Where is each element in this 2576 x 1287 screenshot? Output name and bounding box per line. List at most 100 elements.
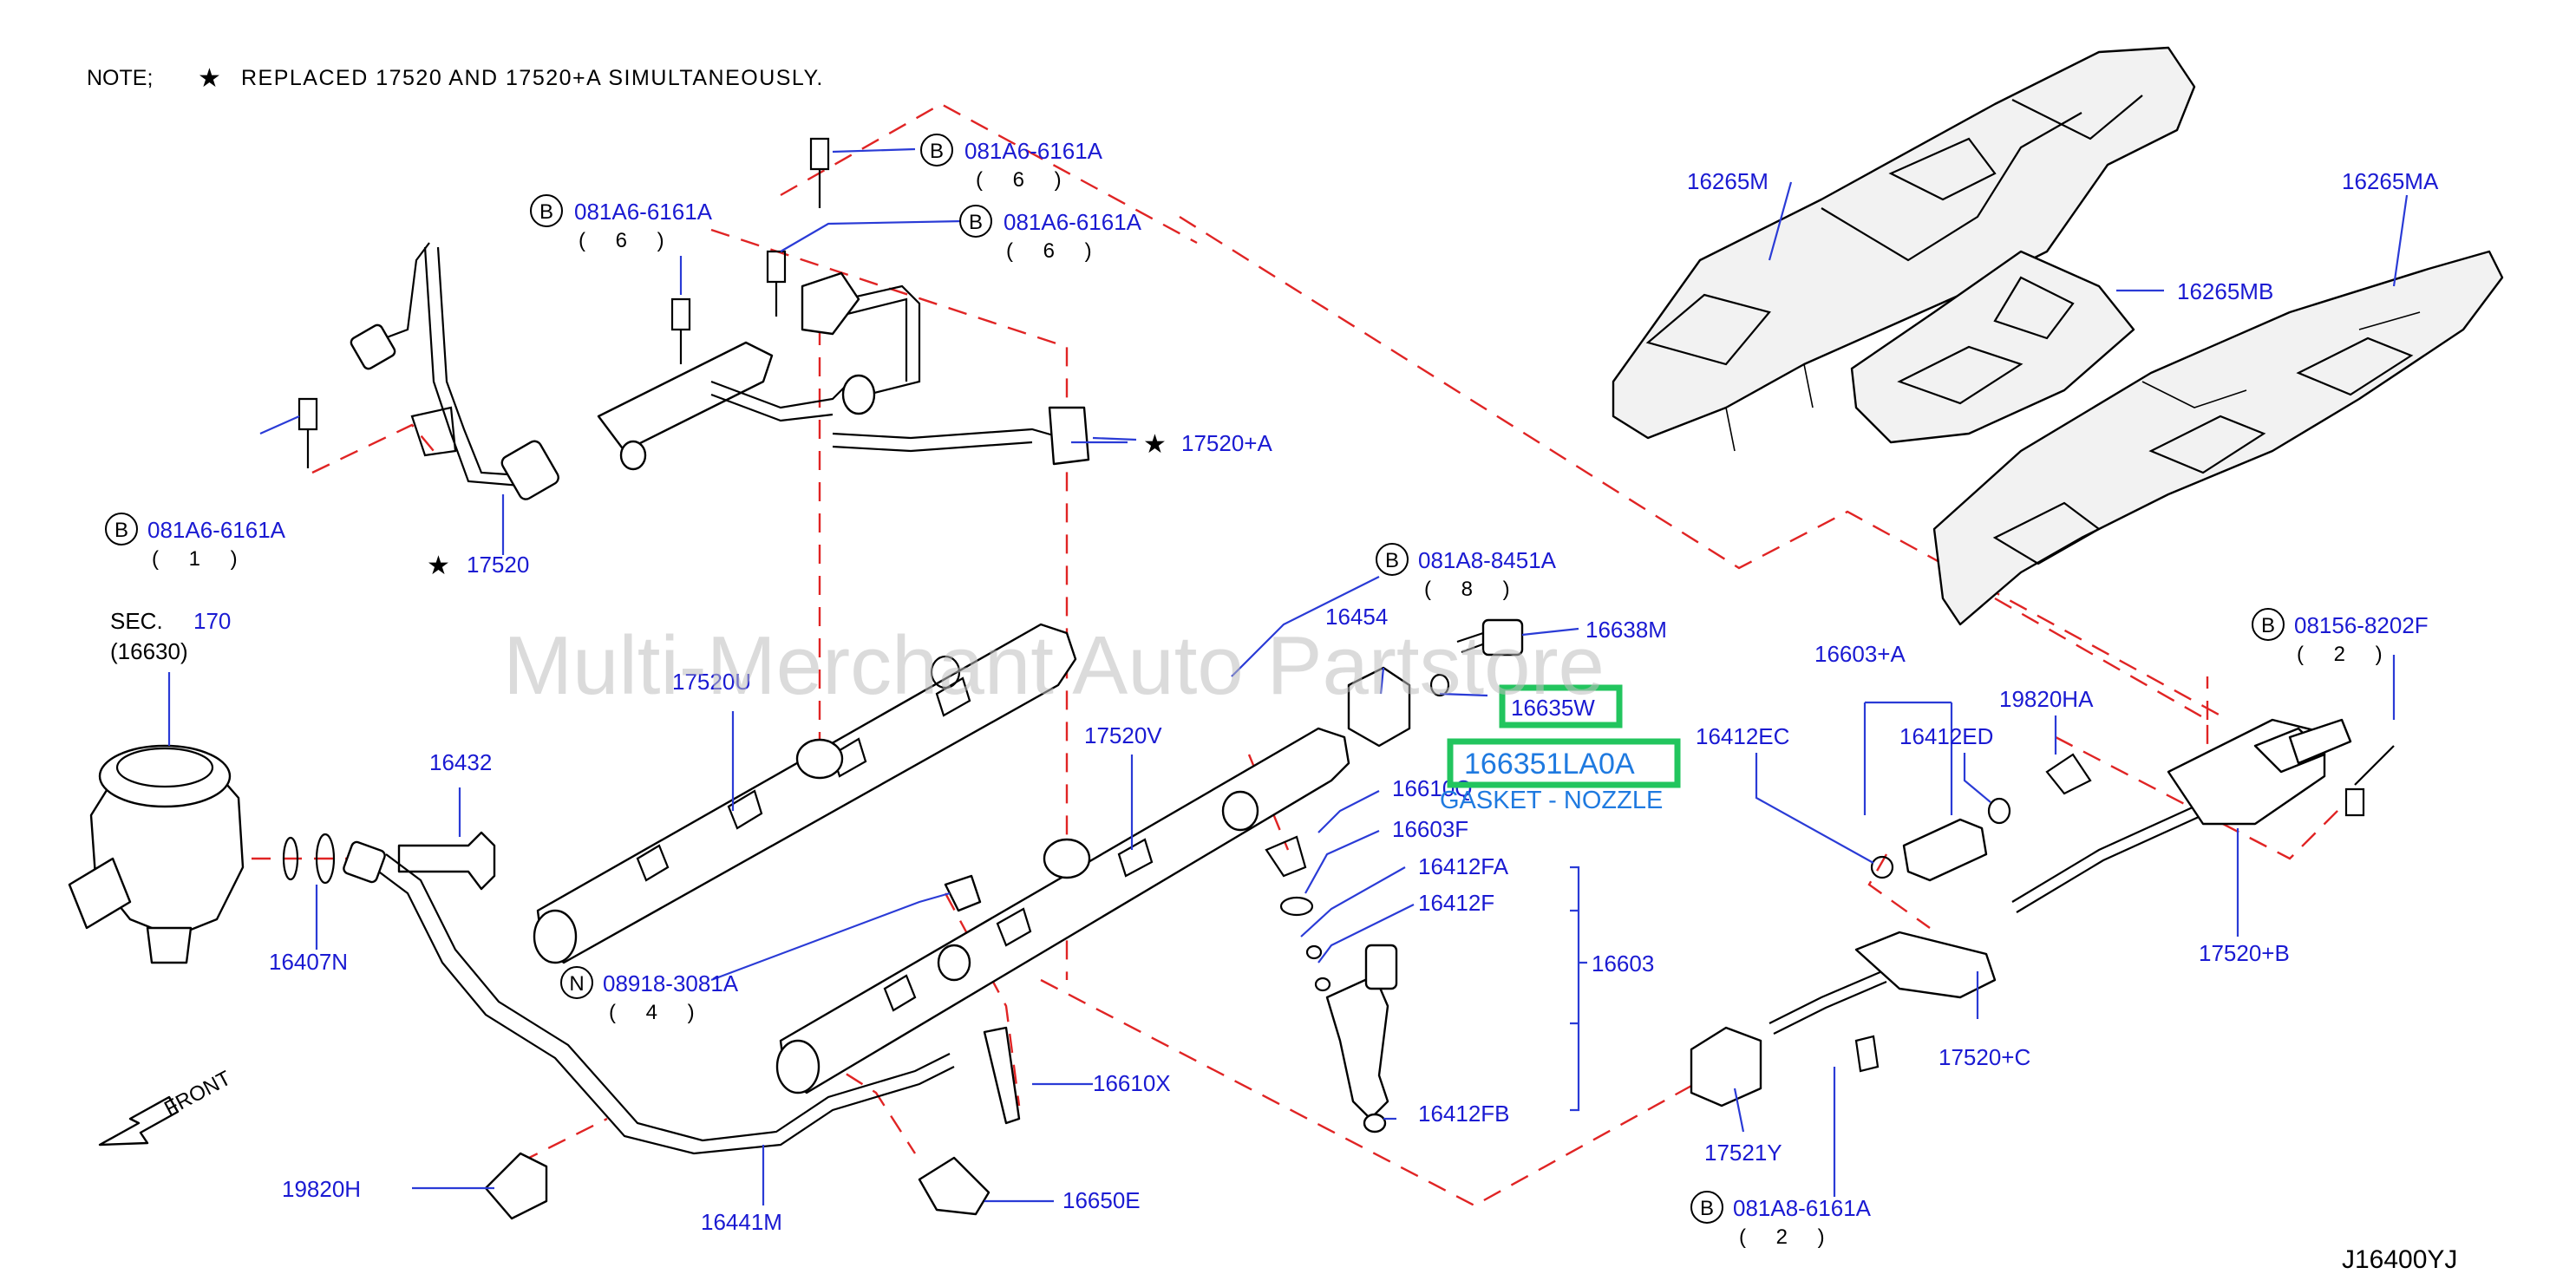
part-label-17520[interactable]: ★ 17520 [427, 552, 529, 580]
callout-part-number[interactable]: 081A6-6161A [147, 517, 286, 543]
part-label-17520-b[interactable]: 17520+B [2199, 940, 2290, 966]
part-label-16432[interactable]: 16432 [429, 749, 492, 775]
engine-cover-16265m [1612, 46, 2196, 452]
fuel-pipe-17520-a [597, 271, 1090, 471]
part-label-16412ec[interactable]: 16412EC [1696, 723, 1789, 749]
part-label-16603f[interactable]: 16603F [1392, 816, 1468, 842]
callout-qty: ( 2 ) [2297, 643, 2395, 666]
part-label-16638m[interactable]: 16638M [1585, 617, 1667, 643]
part-label-16441m[interactable]: 16441M [701, 1209, 782, 1235]
callout-081a8-8451a[interactable]: B 081A8-8451A ( 8 ) [1376, 543, 1557, 601]
fuel-pump-16630 [68, 744, 336, 964]
callout-part-number[interactable]: 081A8-8451A [1418, 547, 1557, 573]
fuel-rail-17520v [775, 727, 1350, 1094]
callout-081a8-6161a[interactable]: B 081A8-6161A ( 2 ) [1690, 1191, 1872, 1249]
clips-bottom [484, 874, 1021, 1220]
highlight-part-number[interactable]: 166351LA0A [1464, 748, 1635, 781]
star-icon: ★ [427, 552, 450, 580]
part-label-16635w[interactable]: 16635W [1511, 695, 1595, 721]
callout-qty: ( 6 ) [579, 229, 677, 252]
fitting-16432 [397, 831, 496, 891]
callout-part-number[interactable]: 081A6-6161A [574, 199, 713, 225]
part-label-16412fa[interactable]: 16412FA [1418, 853, 1509, 879]
injector-16603-a [1870, 797, 2011, 882]
callout-part-number[interactable]: 08918-3081A [603, 970, 739, 996]
part-label-16412ed[interactable]: 16412ED [1899, 723, 1993, 749]
callout-081a6-top[interactable]: B 081A6-6161A ( 6 ) [920, 134, 1103, 192]
part-number[interactable]: 17520+A [1181, 430, 1272, 456]
part-label-16603[interactable]: 16603 [1592, 951, 1654, 977]
part-label-17520-c[interactable]: 17520+C [1939, 1044, 2030, 1070]
part-label-16265ma[interactable]: 16265MA [2342, 168, 2439, 194]
star-icon: ★ [1143, 430, 1167, 459]
part-label-17520v[interactable]: 17520V [1084, 722, 1162, 748]
part-label-16650e[interactable]: 16650E [1062, 1187, 1141, 1213]
part-label-17520u[interactable]: 17520U [672, 669, 751, 695]
section-reference[interactable]: SEC. 170 (16630) [110, 608, 231, 746]
sensor-16638m [1429, 618, 1524, 697]
part-labels: 16265M 16265MA 16265MB 16454 16638M 1752… [269, 168, 2439, 1235]
leader-lines [259, 147, 2409, 1205]
callout-badge: B [930, 140, 944, 163]
front-indicator: FRONT [98, 1066, 235, 1147]
fuel-rail-17520u [533, 623, 1077, 964]
callout-badge: B [1700, 1197, 1714, 1220]
part-label-19820ha[interactable]: 19820HA [1999, 686, 2094, 712]
highlight-166351la0a[interactable]: 166351LA0A GASKET - NOZZLE [1440, 738, 1681, 814]
part-label-19820h[interactable]: 19820H [282, 1176, 361, 1202]
callout-081a6-mid[interactable]: B 081A6-6161A ( 6 ) [959, 205, 1142, 263]
part-label-16603-a[interactable]: 16603+A [1814, 641, 1906, 667]
callout-badge: N [569, 972, 584, 996]
part-label-16407n[interactable]: 16407N [269, 949, 348, 975]
callout-part-number[interactable]: 081A6-6161A [964, 138, 1103, 164]
front-label: FRONT [160, 1066, 235, 1120]
part-label-16412fb[interactable]: 16412FB [1418, 1101, 1510, 1127]
watermark: Multi-Merchant Auto Partstore [503, 619, 1605, 712]
callout-part-number[interactable]: 081A6-6161A [1004, 209, 1142, 235]
note-star-icon: ★ [198, 64, 221, 93]
bolt-08156 [2344, 745, 2395, 817]
part-label-17520-a[interactable]: ★ 17520+A [1143, 430, 1272, 459]
callout-081a6-low[interactable]: B 081A6-6161A ( 1 ) [105, 513, 286, 571]
callout-qty: ( 6 ) [1006, 239, 1104, 263]
note-text: REPLACED 17520 AND 17520+A SIMULTANEOUSL… [241, 66, 824, 90]
part-label-16454[interactable]: 16454 [1325, 604, 1388, 630]
part-label-16610q[interactable]: 16610Q [1392, 775, 1473, 801]
highlight-description: GASKET - NOZZLE [1440, 787, 1663, 814]
highlight-16635w[interactable]: 16635W [1499, 684, 1623, 728]
part-label-17521y[interactable]: 17521Y [1704, 1140, 1782, 1166]
callout-qty: ( 6 ) [976, 168, 1074, 192]
callout-badge: B [2261, 614, 2275, 637]
note-prefix: NOTE; [87, 66, 153, 90]
part-label-16265mb[interactable]: 16265MB [2177, 278, 2273, 304]
callout-081a6-left[interactable]: B 081A6-6161A ( 6 ) [530, 194, 713, 252]
callout-qty: ( 2 ) [1739, 1225, 1837, 1249]
diagram-code: J16400YJ [2342, 1245, 2457, 1274]
engine-cover-16265mb [1850, 250, 2135, 444]
callout-qty: ( 8 ) [1424, 578, 1522, 601]
part-number[interactable]: 17520 [467, 552, 529, 578]
callout-08156-8202f[interactable]: B 08156-8202F ( 2 ) [2252, 608, 2429, 666]
fuel-pipe-17520 [350, 242, 559, 500]
part-label-16610x[interactable]: 16610X [1093, 1070, 1171, 1096]
callout-badge: B [114, 519, 128, 542]
callout-qty: ( 4 ) [609, 1001, 707, 1024]
callout-badge: B [969, 211, 983, 234]
bracket-17521y [1690, 1026, 1762, 1107]
front-arrow-icon [98, 1095, 180, 1147]
callout-part-number[interactable]: 08156-8202F [2294, 612, 2429, 638]
bolts-top [297, 137, 830, 468]
callout-part-number[interactable]: 081A8-6161A [1733, 1195, 1872, 1221]
callout-badge: B [539, 200, 553, 224]
fuel-pipe-17520-c [1769, 931, 1997, 1073]
sec-number-link[interactable]: 170 [193, 608, 231, 634]
engine-cover-16265ma [1932, 250, 2504, 626]
fuel-pipe-17520-b [2011, 718, 2352, 913]
part-label-16412f[interactable]: 16412F [1418, 890, 1494, 916]
sec-prefix: SEC. [110, 608, 163, 634]
callout-08918-3081a[interactable]: N 08918-3081A ( 4 ) [560, 966, 739, 1024]
callout-badge: B [1385, 549, 1399, 572]
part-label-16265m[interactable]: 16265M [1687, 168, 1769, 194]
